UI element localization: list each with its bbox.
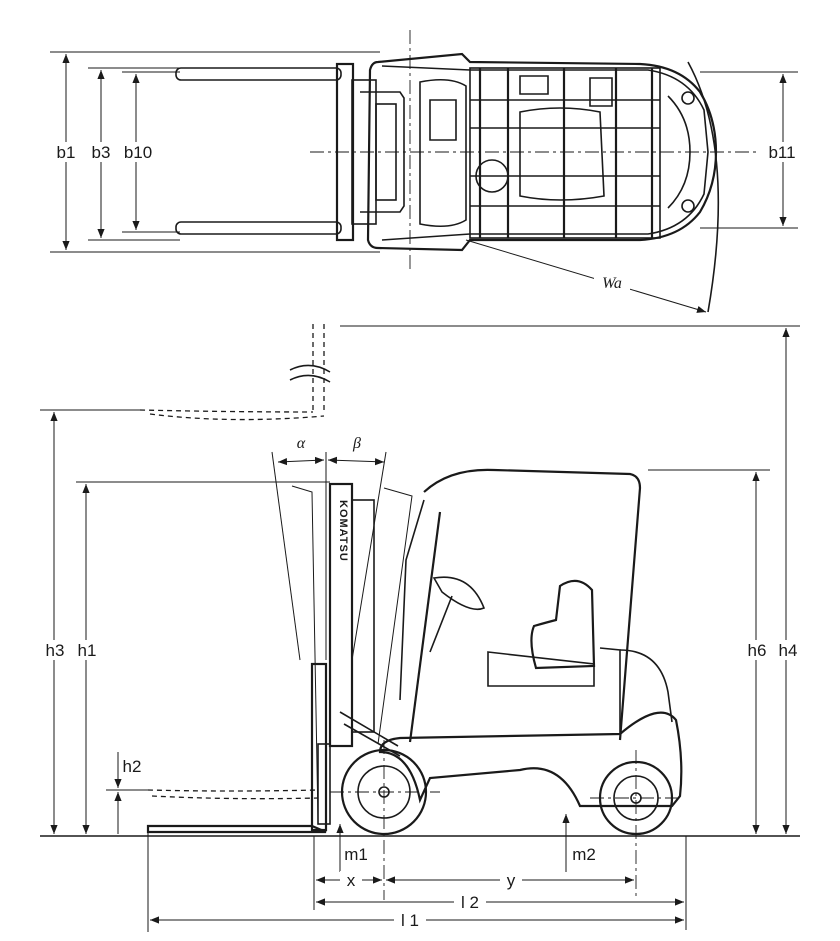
- chassis: [378, 711, 683, 808]
- label-beta: β: [352, 435, 361, 452]
- steering-wheel: [432, 576, 486, 611]
- dim-beta-arc: [327, 456, 385, 466]
- top-view: b1 b3 b10 b11: [50, 30, 802, 313]
- label-m1: m1: [344, 845, 368, 864]
- label-h3: h3: [46, 641, 65, 660]
- label-alpha: α: [297, 435, 306, 452]
- label-wa: Wa: [602, 275, 622, 292]
- label-l2: l 2: [461, 893, 479, 912]
- label-y: y: [507, 871, 516, 890]
- label-h1: h1: [78, 641, 97, 660]
- fork-tine: [146, 824, 327, 834]
- label-h6: h6: [748, 641, 767, 660]
- dim-wa-line: [465, 239, 707, 313]
- fork-shank: [310, 662, 328, 832]
- label-b10: b10: [124, 143, 152, 162]
- truck-body-top: [366, 52, 718, 252]
- turning-arc: [687, 61, 720, 313]
- side-view: h3 h1 h6 h4 h2 α β KOMATSU: [40, 324, 804, 932]
- label-l1: l 1: [401, 911, 419, 930]
- fork-top: [175, 67, 342, 81]
- fork-bottom: [175, 221, 342, 235]
- seat: [530, 579, 596, 670]
- label-x: x: [347, 871, 356, 890]
- label-h4: h4: [779, 641, 798, 660]
- dim-alpha-arc: [277, 456, 325, 466]
- label-b11: b11: [768, 143, 795, 162]
- mast-brand-text: KOMATSU: [337, 500, 349, 562]
- fork-carriage: [335, 62, 355, 242]
- label-m2: m2: [572, 845, 596, 864]
- overhead-guard-side: [423, 468, 642, 741]
- label-b3: b3: [92, 143, 111, 162]
- label-b1: b1: [57, 143, 76, 162]
- label-h2: h2: [123, 757, 142, 776]
